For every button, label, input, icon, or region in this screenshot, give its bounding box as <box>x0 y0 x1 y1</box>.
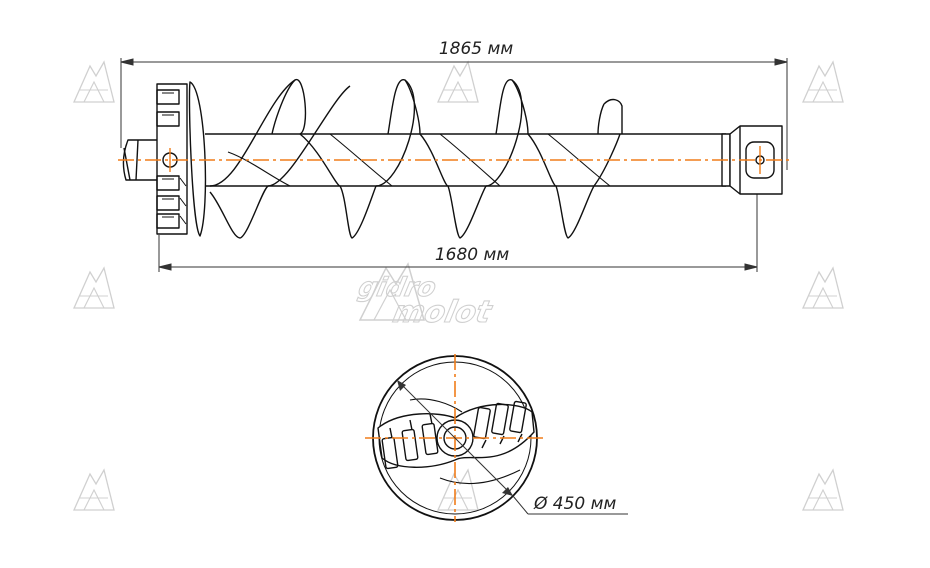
arrow-left-icon <box>120 58 134 66</box>
diameter-leader <box>396 379 628 515</box>
overall-length-label: 1865 мм <box>439 39 513 59</box>
cutting-head <box>156 83 188 235</box>
brand-watermark-logo-icon <box>358 262 425 321</box>
arrow-diameter-top-icon <box>397 380 406 391</box>
watermark-layer: gidro molot <box>73 61 844 511</box>
working-length-dimension <box>158 190 758 272</box>
auger-shaft <box>205 133 726 187</box>
watermark-logo-icon <box>802 61 844 103</box>
flight-disc <box>188 81 207 237</box>
pilot-bit <box>122 139 161 181</box>
watermark-logo-icon <box>802 267 844 309</box>
watermark-logo-icon <box>73 469 115 511</box>
watermark-logo-icon <box>437 469 479 511</box>
watermark-logo-icon <box>802 469 844 511</box>
teeth-left <box>381 413 439 470</box>
diameter-line <box>396 379 514 497</box>
watermark-logo-icon <box>73 267 115 309</box>
watermark-logo-icon <box>437 61 479 103</box>
auger-side-view <box>122 79 783 239</box>
watermark-logo-icon <box>73 61 115 103</box>
arrow-left-icon <box>158 263 172 271</box>
auger-flights <box>209 79 623 239</box>
brand-watermark-line2: molot <box>390 295 496 330</box>
arrow-right-icon <box>744 263 758 271</box>
diameter-label: Ø 450 мм <box>533 494 616 514</box>
leader-line <box>512 495 529 515</box>
brand-watermark-line1: gidro <box>356 273 439 303</box>
arrow-right-icon <box>774 58 788 66</box>
working-length-label: 1680 мм <box>435 245 509 265</box>
arrow-diameter-bottom-icon <box>502 487 513 496</box>
overall-length-dimension <box>120 58 788 170</box>
